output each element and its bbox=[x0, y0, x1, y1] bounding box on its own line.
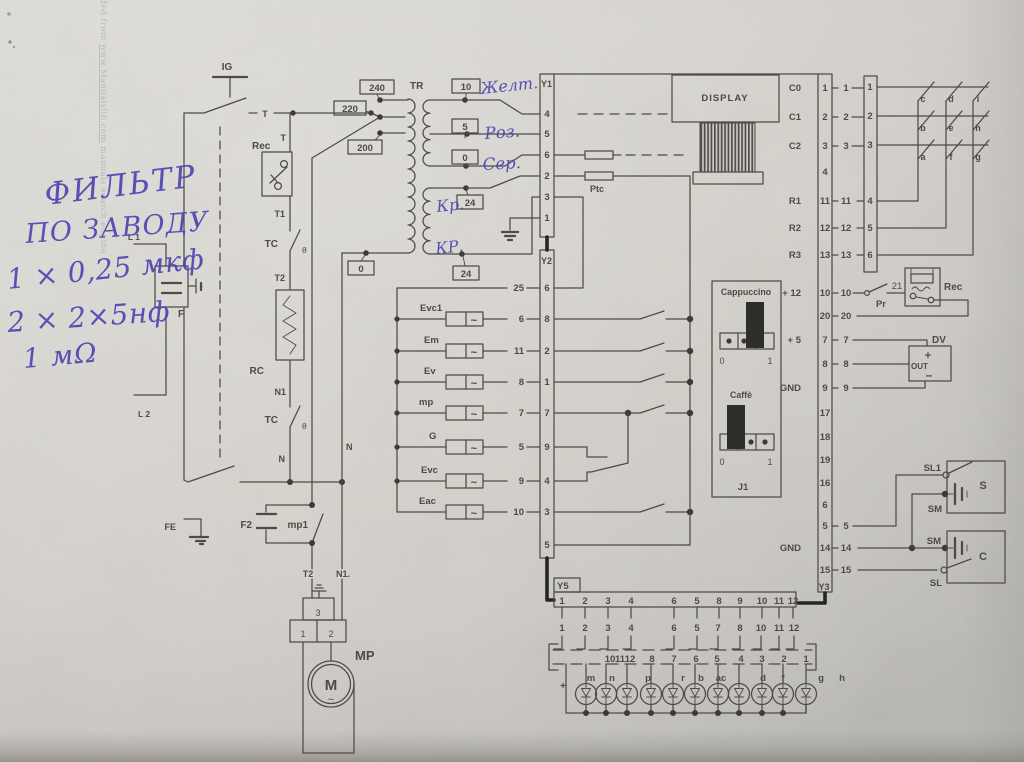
schematic-photo: IG T T Rec T1 TC θ T2 RC N1 TC θ N FE L … bbox=[0, 0, 1024, 762]
photo-grain bbox=[0, 0, 1024, 762]
